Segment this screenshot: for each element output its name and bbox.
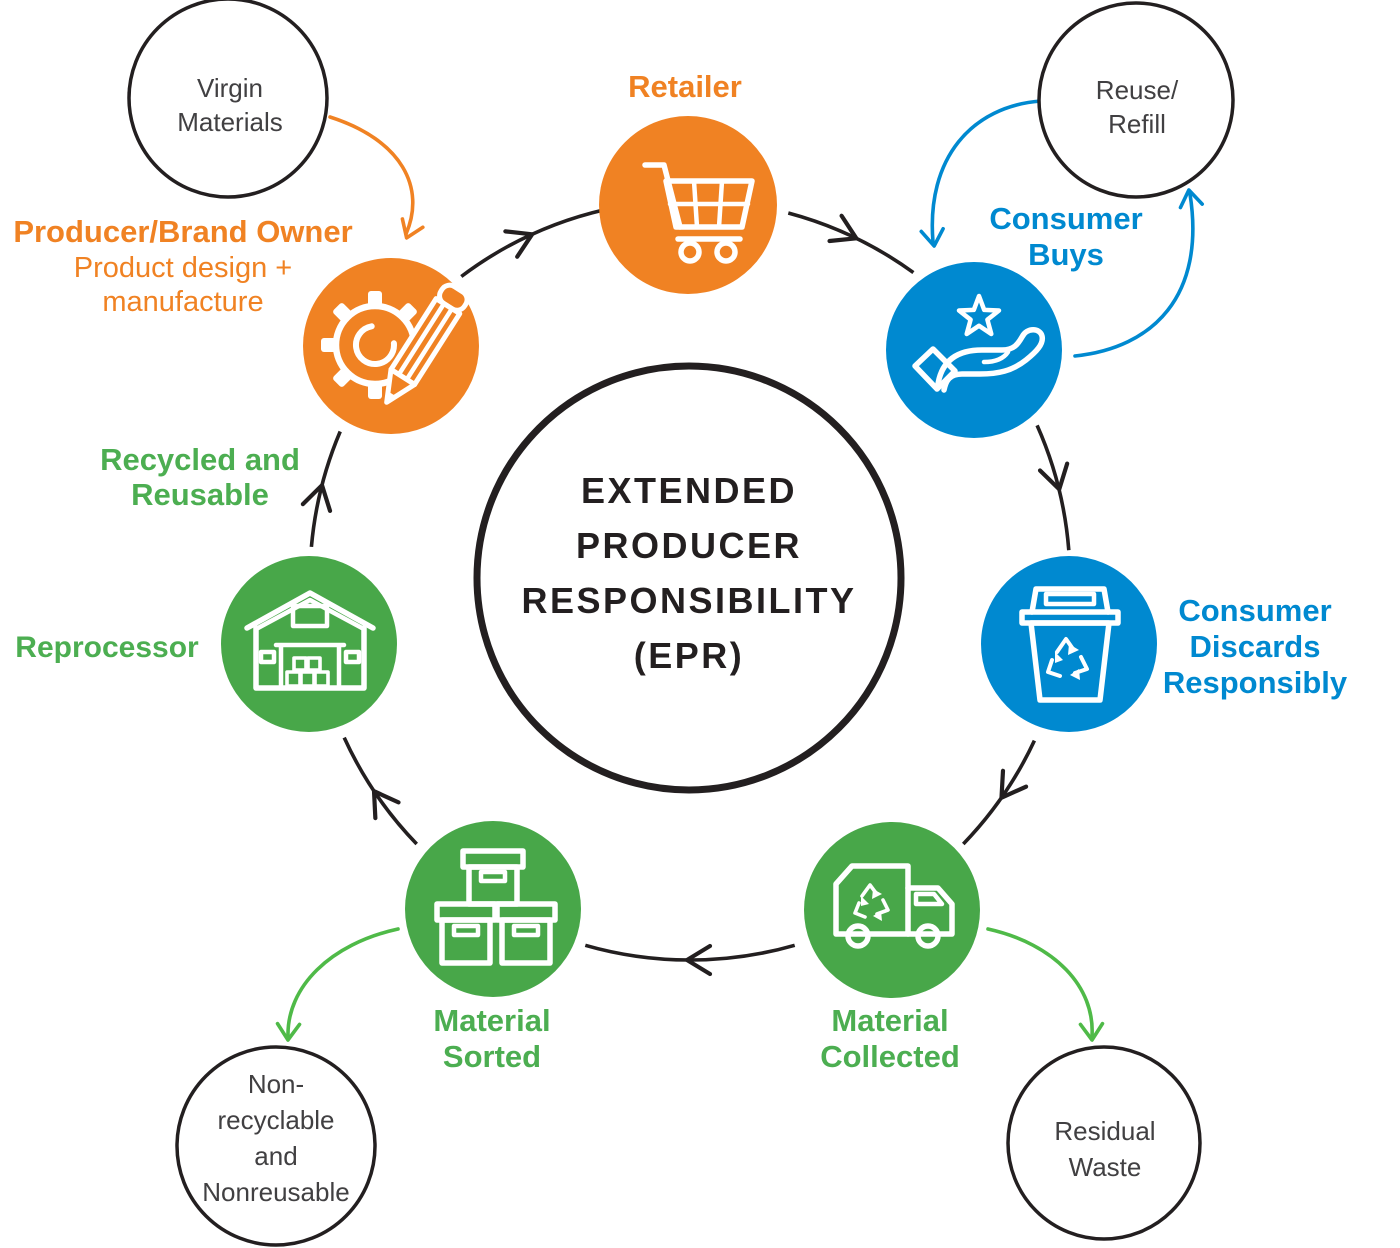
non-recyclable-circle [175, 1045, 377, 1247]
flow-arrowhead [827, 213, 859, 244]
residual-waste-label: Residual [1054, 1116, 1155, 1146]
node-producer: Producer/Brand Owner Product design + ma… [13, 214, 479, 434]
consumer-buys-label: Consumer [989, 201, 1142, 236]
center-title: (EPR) [634, 635, 745, 676]
collected-to-residual-arrow [986, 927, 1105, 1042]
flow-arrowhead [684, 943, 713, 977]
material-sorted-label: Material [433, 1003, 550, 1038]
flow-arrowhead [503, 229, 535, 259]
consumer-discards-label: Responsibly [1163, 665, 1348, 700]
stacked-boxes-icon [434, 848, 558, 966]
buys-to-refill-arrow [1073, 192, 1195, 358]
virgin-materials-label: Virgin [197, 73, 263, 103]
node-consumer-discards: Consumer Discards Responsibly [981, 556, 1348, 732]
satellite-virgin-materials: Virgin Materials [127, 0, 329, 199]
flow-arrowhead [999, 768, 1029, 800]
producer-subtitle: manufacture [102, 286, 263, 318]
residual-waste-label: Waste [1069, 1152, 1142, 1182]
gear-pencil-icon [321, 282, 470, 405]
reuse-refill-label: Reuse/ [1096, 75, 1179, 105]
node-material-collected: Material Collected [804, 822, 980, 1074]
non-recyclable-label: Nonreusable [202, 1177, 349, 1207]
reuse-refill-circle [1037, 1, 1235, 199]
flow-arc-producer-retailer [460, 207, 605, 278]
reuse-loop-arrows [919, 99, 1205, 358]
producer-title: Producer/Brand Owner [13, 214, 352, 249]
non-recyclable-label: Non- [248, 1069, 304, 1099]
flow-arc-discards-collected [962, 739, 1037, 846]
refill-to-buys-arrow [930, 99, 1043, 244]
recycled-reusable-label: Recycled and Reusable [100, 442, 300, 512]
consumer-discards-label: Discards [1190, 629, 1321, 664]
center-title: RESPONSIBILITY [521, 580, 856, 621]
material-sorted-label: Sorted [443, 1039, 541, 1074]
recycling-truck-icon [833, 863, 955, 949]
flow-arrowhead [1037, 461, 1070, 492]
reuse-refill-label: Refill [1108, 109, 1166, 139]
producer-subtitle: Product design + [74, 252, 292, 284]
blue-arrowhead [1178, 188, 1205, 210]
consumer-buys-label: Buys [1028, 237, 1104, 272]
flow-arc-sorted-reprocessor [342, 736, 418, 846]
node-material-sorted: Material Sorted [405, 821, 581, 1074]
material-collected-label: Collected [820, 1039, 960, 1074]
hand-star-icon [912, 293, 1046, 393]
non-recyclable-label: recyclable [217, 1105, 334, 1135]
flow-arc-retailer-buys [787, 211, 915, 275]
flow-arc-buys-discards [1035, 424, 1071, 551]
non-recyclable-label: and [254, 1141, 297, 1171]
svg-text:Reusable: Reusable [131, 477, 269, 512]
node-consumer-buys: Consumer Buys [886, 201, 1143, 438]
virgin-materials-circle [127, 0, 329, 199]
virgin-materials-label: Materials [177, 107, 282, 137]
node-retailer: Retailer [599, 69, 777, 294]
residual-waste-circle [1006, 1045, 1202, 1241]
center-hub: EXTENDED PRODUCER RESPONSIBILITY (EPR) [473, 362, 905, 794]
center-circle [473, 362, 905, 794]
satellite-reuse-refill: Reuse/ Refill [1037, 1, 1235, 199]
virgin-to-producer-arrow [328, 115, 425, 240]
sorted-to-nonrecyclable-arrow [275, 927, 400, 1042]
svg-text:Recycled and: Recycled and [100, 442, 300, 477]
flow-arrowhead [300, 483, 333, 513]
center-title: PRODUCER [576, 525, 802, 566]
shopping-cart-icon [642, 162, 755, 264]
material-collected-circle [804, 822, 980, 998]
flow-arrowhead [371, 789, 401, 821]
reprocessor-label: Reprocessor [15, 631, 199, 664]
consumer-discards-label: Consumer [1178, 593, 1331, 628]
warehouse-icon [244, 590, 376, 691]
satellite-residual-waste: Residual Waste [1006, 1045, 1202, 1241]
node-reprocessor: Reprocessor [15, 556, 397, 732]
material-collected-label: Material [831, 1003, 948, 1038]
recycling-bin-icon [1019, 586, 1121, 703]
center-title: EXTENDED [581, 470, 797, 511]
satellite-non-recyclable: Non- recyclable and Nonreusable [175, 1045, 377, 1247]
cycle-arrows [300, 207, 1071, 977]
blue-arrowhead [919, 226, 945, 248]
retailer-label: Retailer [628, 69, 742, 104]
